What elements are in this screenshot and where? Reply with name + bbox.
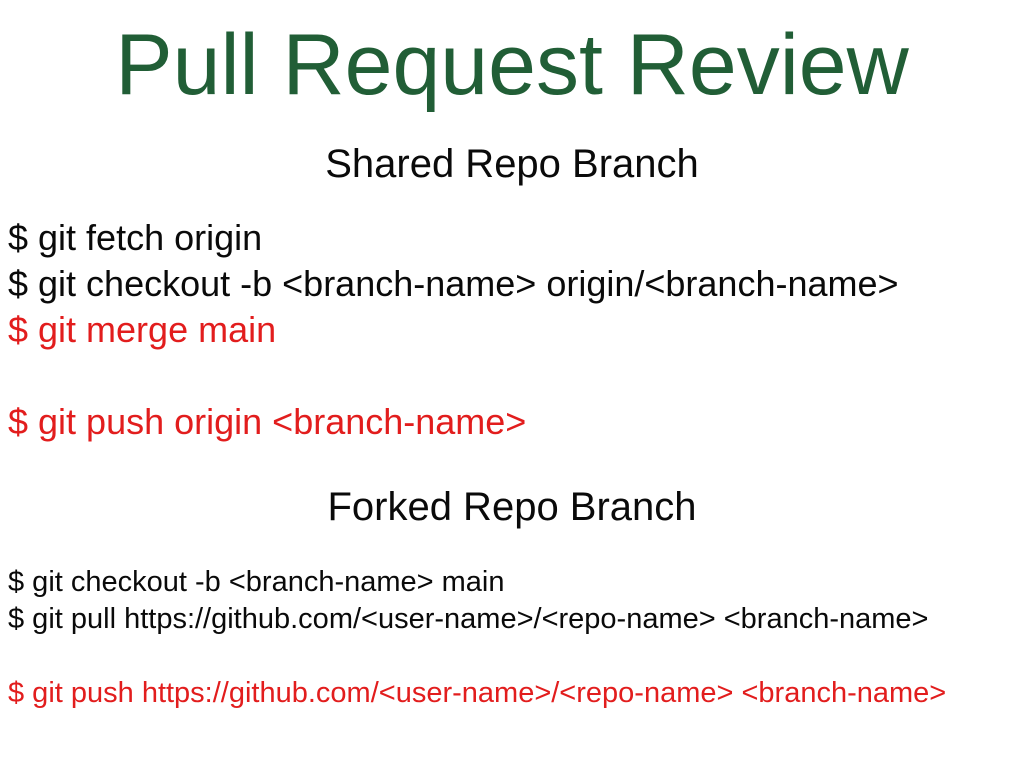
slide-title: Pull Request Review xyxy=(115,17,909,113)
command-line: $ git push origin <branch-name> xyxy=(8,401,527,442)
blank-line xyxy=(8,638,1024,675)
forked-repo-commands: $ git checkout -b <branch-name> main $ g… xyxy=(8,564,1024,712)
shared-repo-commands: $ git fetch origin $ git checkout -b <br… xyxy=(8,215,1024,445)
section-heading-shared-repo: Shared Repo Branch xyxy=(325,142,699,186)
blank-line xyxy=(8,353,1024,399)
command-line: $ git push https://github.com/<user-name… xyxy=(8,677,947,709)
command-line: $ git checkout -b <branch-name> main xyxy=(8,566,505,598)
command-line: $ git pull https://github.com/<user-name… xyxy=(8,603,929,635)
command-line: $ git checkout -b <branch-name> origin/<… xyxy=(8,263,899,304)
section-heading-forked-repo: Forked Repo Branch xyxy=(327,485,697,529)
command-line: $ git merge main xyxy=(8,309,277,350)
command-line: $ git fetch origin xyxy=(8,217,263,258)
